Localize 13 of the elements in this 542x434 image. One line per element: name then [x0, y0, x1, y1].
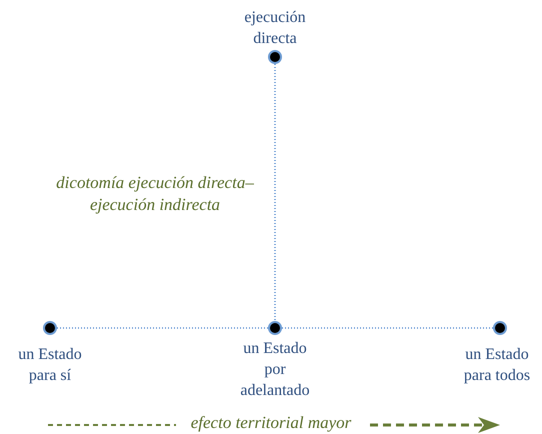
connector-line — [274, 64, 276, 321]
point-label: un Estado para todos — [462, 345, 532, 386]
point-marker — [268, 321, 282, 335]
point-label: un Estado para sí — [17, 345, 83, 386]
arrow-caption: efecto territorial mayor — [190, 412, 352, 434]
point-marker — [43, 321, 57, 335]
point-marker — [493, 321, 507, 335]
annotation-text: dicotomía ejecución directa–ejecución indirecta — [55, 172, 255, 216]
connector-line — [57, 327, 268, 329]
point-label: ejecución directa — [243, 8, 307, 49]
point-marker — [268, 50, 282, 64]
connector-line — [282, 327, 493, 329]
point-label: un Estado por adelantado — [239, 339, 311, 401]
